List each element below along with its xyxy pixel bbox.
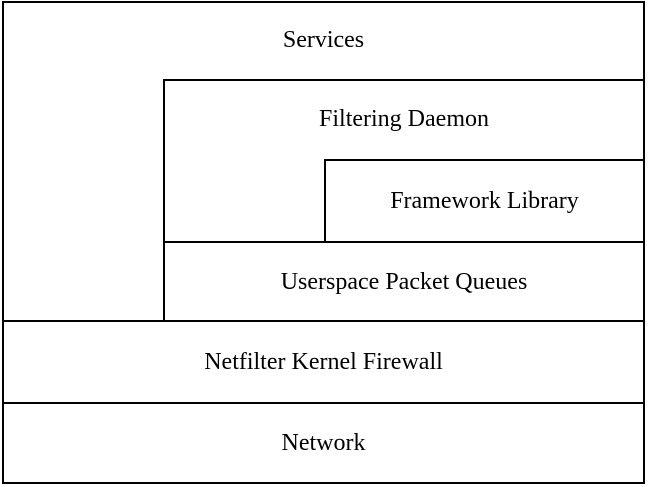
network-box bbox=[2, 402, 645, 484]
network-label: Network bbox=[281, 430, 366, 456]
services-label: Services bbox=[282, 27, 365, 53]
filtering-daemon-label: Filtering Daemon bbox=[319, 106, 489, 132]
userspace-packet-queues-label: Userspace Packet Queues bbox=[280, 268, 528, 295]
netfilter-kernel-firewall-label: Netfilter Kernel Firewall bbox=[204, 349, 443, 375]
framework-library-label: Framework Library bbox=[390, 188, 579, 214]
